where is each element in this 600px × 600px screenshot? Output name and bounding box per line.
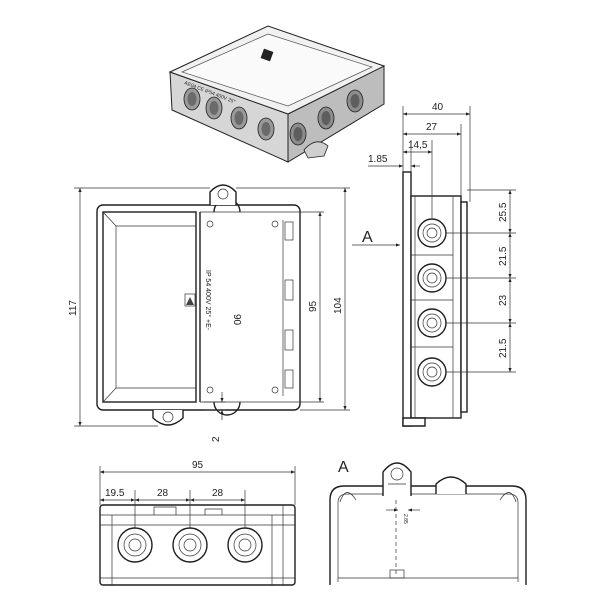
brand-logo xyxy=(260,48,274,62)
detail-label: A xyxy=(338,459,349,476)
bottom-dimensions: 95 19.5 28 28 xyxy=(99,460,296,528)
front-screw-holes xyxy=(206,220,279,394)
front-lid-inner xyxy=(115,225,196,389)
front-lid-outline xyxy=(102,211,197,403)
front-mount-tab-bottom xyxy=(152,410,184,426)
detail-outer-wall xyxy=(329,485,527,585)
dim-pitch-3: 23 xyxy=(498,294,509,306)
detail-latch-loop xyxy=(435,476,467,494)
isometric-render: AE04 CE IP54 400V 25° xyxy=(168,25,386,163)
front-dimensions: 117 104 95 2 xyxy=(68,187,350,442)
dim-inner-90: 90 xyxy=(231,314,242,326)
bottom-view xyxy=(99,504,296,586)
render-mount-tab xyxy=(303,141,329,159)
bottom-tab xyxy=(153,506,177,515)
side-mount-tab xyxy=(402,417,426,427)
dim-pitch-1: 25.5 xyxy=(498,202,509,222)
detail-dim-small: 2.85 xyxy=(402,514,408,524)
detail-hinge xyxy=(382,462,412,496)
front-ribs xyxy=(284,221,294,389)
front-marking: IP 54 400V 25° +E- xyxy=(204,270,212,331)
dim-height-total: 117 xyxy=(68,300,79,316)
warning-icon xyxy=(184,293,196,307)
detail-a: A 2.85 xyxy=(329,459,527,585)
section-arrow-label: A xyxy=(362,229,373,246)
dim-flange: 1.85 xyxy=(368,154,388,165)
dim-bottom-pitch-1: 28 xyxy=(157,488,169,499)
side-lid-edge xyxy=(460,201,468,413)
dim-pitch-4: 21.5 xyxy=(498,338,509,358)
side-view: A xyxy=(352,171,468,427)
side-flange xyxy=(402,171,412,427)
dim-bottom-pitch-2: 28 xyxy=(212,488,224,499)
detail-inner-wall xyxy=(337,493,519,582)
dim-first-entry: 19.5 xyxy=(105,488,125,499)
dim-depth-body: 27 xyxy=(426,122,438,133)
dim-pitch-2: 21.5 xyxy=(498,246,509,266)
front-view: IP 54 400V 25° +E- 90 xyxy=(96,184,301,426)
render-lid-plateau xyxy=(181,33,373,107)
dim-gap: 2 xyxy=(211,436,222,442)
front-bottom-notch xyxy=(213,401,241,416)
dim-entry-offset: 14,5 xyxy=(408,140,428,151)
dim-depth-total: 40 xyxy=(432,102,444,113)
render-right-entries xyxy=(289,89,364,146)
dim-bottom-width: 95 xyxy=(192,460,204,471)
side-dimensions: 40 27 14,5 1.85 25.5 21.5 23 21.5 xyxy=(368,102,516,373)
dim-inner-95: 95 xyxy=(308,300,319,312)
front-hinge-tab-top xyxy=(209,184,237,205)
front-body-outline xyxy=(96,204,301,411)
render-left-entries xyxy=(183,87,275,141)
dim-height-body: 104 xyxy=(333,297,344,314)
